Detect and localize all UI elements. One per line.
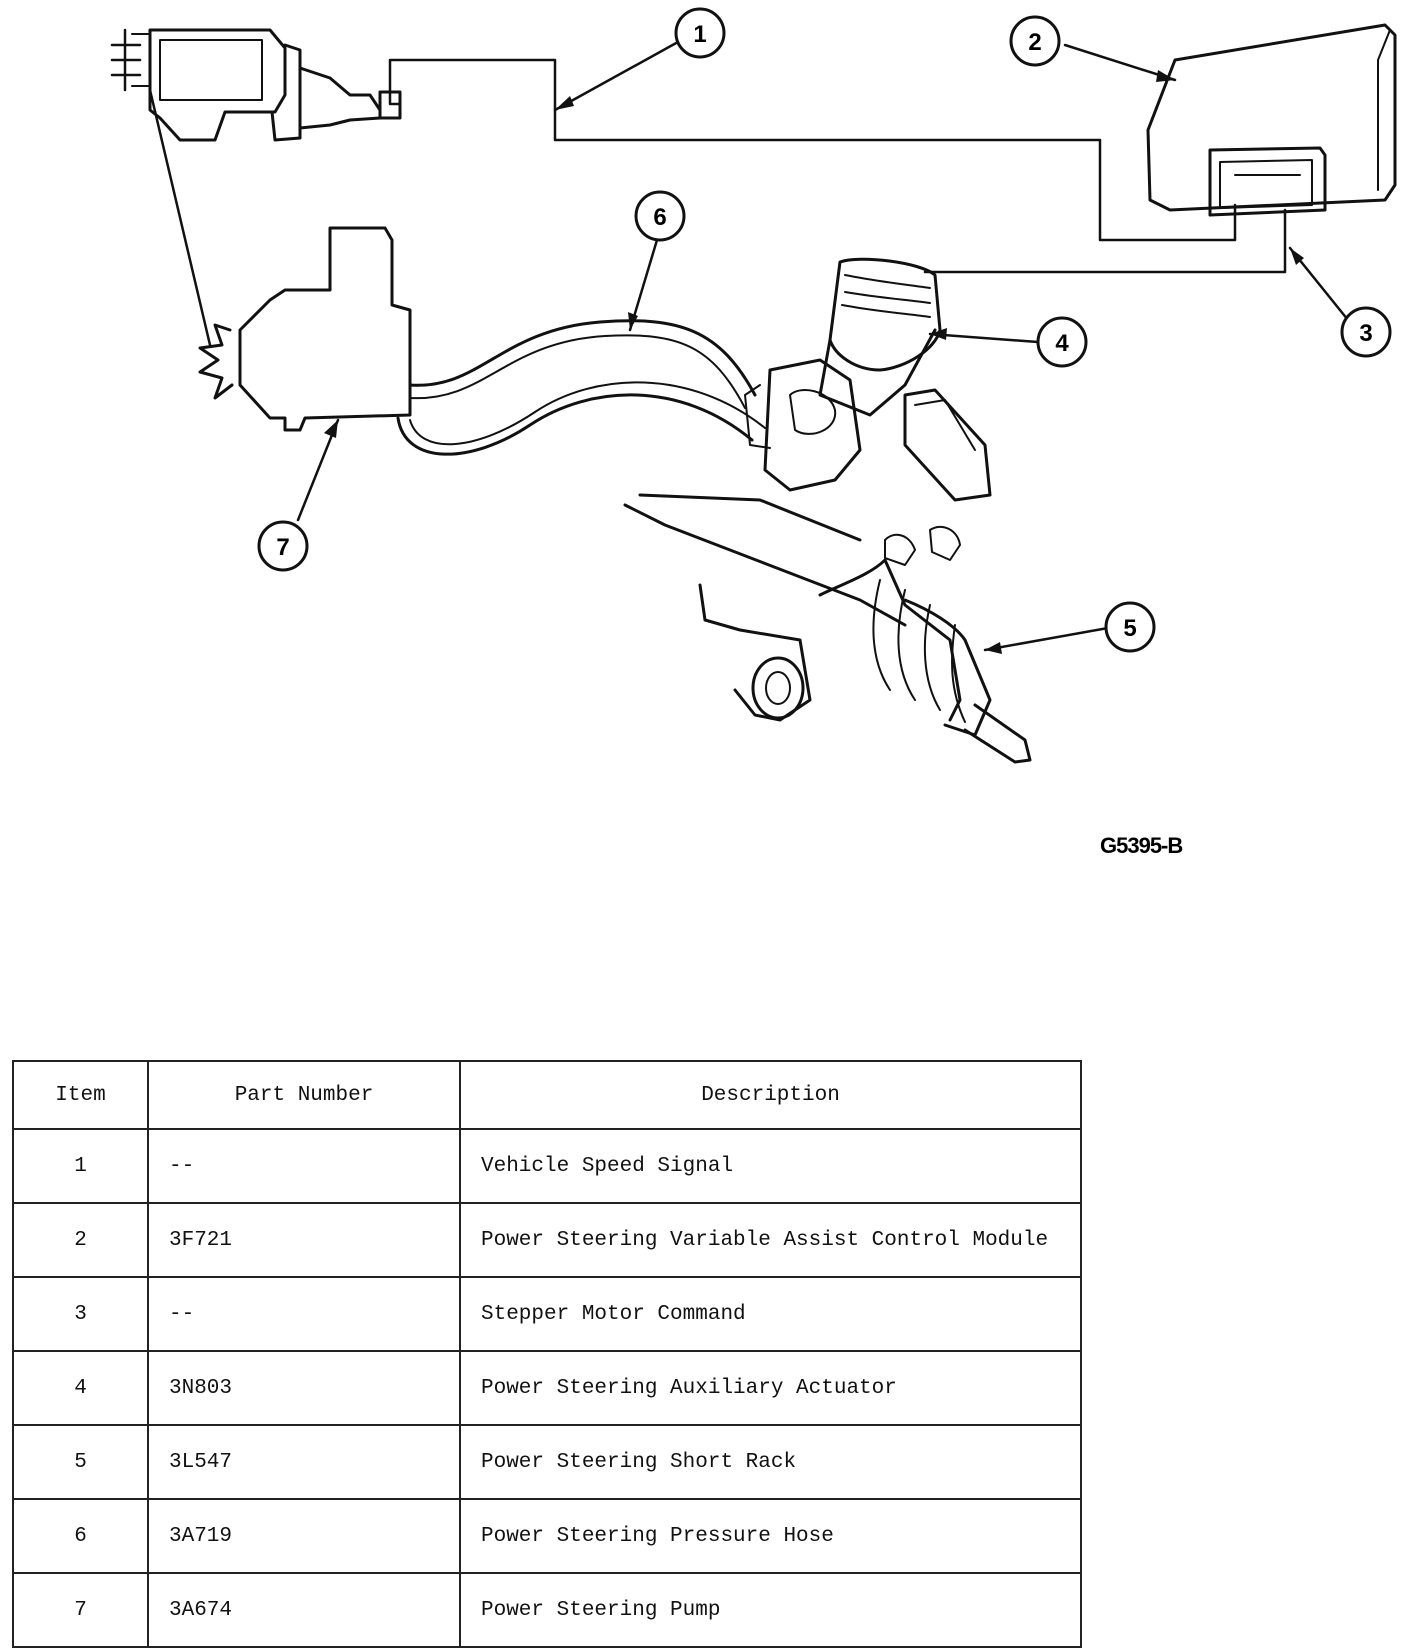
cell-part-number: 3A674 [147, 1572, 461, 1648]
figure-code: G5395-B [1100, 833, 1182, 858]
callout-circle-3 [1340, 306, 1392, 358]
cell-description: Vehicle Speed Signal [459, 1128, 1082, 1204]
system-diagram: 1 2 3 4 5 6 7 G5395-B [110, 7, 1397, 858]
table-row: 1 -- Vehicle Speed Signal [12, 1128, 1082, 1204]
cell-description: Power Steering Auxiliary Actuator [459, 1350, 1082, 1426]
cell-description: Power Steering Variable Assist Control M… [459, 1202, 1082, 1278]
cell-part-number: 3N803 [147, 1350, 461, 1426]
callout-label-5: 5 [1123, 615, 1136, 642]
cell-item: 1 [12, 1128, 149, 1204]
callout-label-2: 2 [1028, 29, 1041, 56]
cell-item: 5 [12, 1424, 149, 1500]
cell-item: 4 [12, 1350, 149, 1426]
callout-circle-2 [1009, 15, 1061, 67]
cell-item: 7 [12, 1572, 149, 1648]
table-row: 6 3A719 Power Steering Pressure Hose [12, 1498, 1082, 1574]
cell-description: Power Steering Pump [459, 1572, 1082, 1648]
header-part-number: Part Number [147, 1060, 461, 1130]
speed-sensor-assembly [110, 28, 402, 142]
callout-label-4: 4 [1055, 330, 1069, 357]
cell-item: 3 [12, 1276, 149, 1352]
callout-label-6: 6 [653, 204, 666, 231]
cell-part-number: -- [147, 1276, 461, 1352]
cell-part-number: 3A719 [147, 1498, 461, 1574]
header-item: Item [12, 1060, 149, 1130]
cell-description: Power Steering Pressure Hose [459, 1498, 1082, 1574]
callout-circle-1 [674, 7, 726, 59]
parts-table: Item Part Number Description 1 -- Vehicl… [12, 1060, 1082, 1648]
table-header-row: Item Part Number Description [12, 1060, 1082, 1130]
callout-circle-6 [634, 190, 686, 242]
table-row: 4 3N803 Power Steering Auxiliary Actuato… [12, 1350, 1082, 1426]
table-row: 5 3L547 Power Steering Short Rack [12, 1424, 1082, 1500]
stepper-motor-command-wire [923, 208, 1287, 274]
cell-part-number: 3F721 [147, 1202, 461, 1278]
callout-label-3: 3 [1359, 320, 1372, 347]
table-row: 7 3A674 Power Steering Pump [12, 1572, 1082, 1648]
header-description: Description [459, 1060, 1082, 1130]
callout-circle-7 [257, 520, 309, 572]
table-row: 3 -- Stepper Motor Command [12, 1276, 1082, 1352]
callout-circle-4 [1036, 316, 1088, 368]
callout-label-1: 1 [693, 21, 706, 48]
cell-part-number: 3L547 [147, 1424, 461, 1500]
callout-circle-5 [1104, 601, 1156, 653]
vehicle-speed-signal-wire [388, 58, 1237, 242]
callout-label-7: 7 [276, 534, 289, 561]
cell-description: Power Steering Short Rack [459, 1424, 1082, 1500]
table-row: 2 3F721 Power Steering Variable Assist C… [12, 1202, 1082, 1278]
power-steering-pump [198, 226, 412, 432]
cell-part-number: -- [147, 1128, 461, 1204]
auxiliary-actuator [744, 257, 992, 502]
control-module [1146, 23, 1397, 217]
cell-item: 6 [12, 1498, 149, 1574]
pressure-hoses [396, 319, 766, 456]
cell-description: Stepper Motor Command [459, 1276, 1082, 1352]
short-rack [623, 493, 1032, 764]
cell-item: 2 [12, 1202, 149, 1278]
